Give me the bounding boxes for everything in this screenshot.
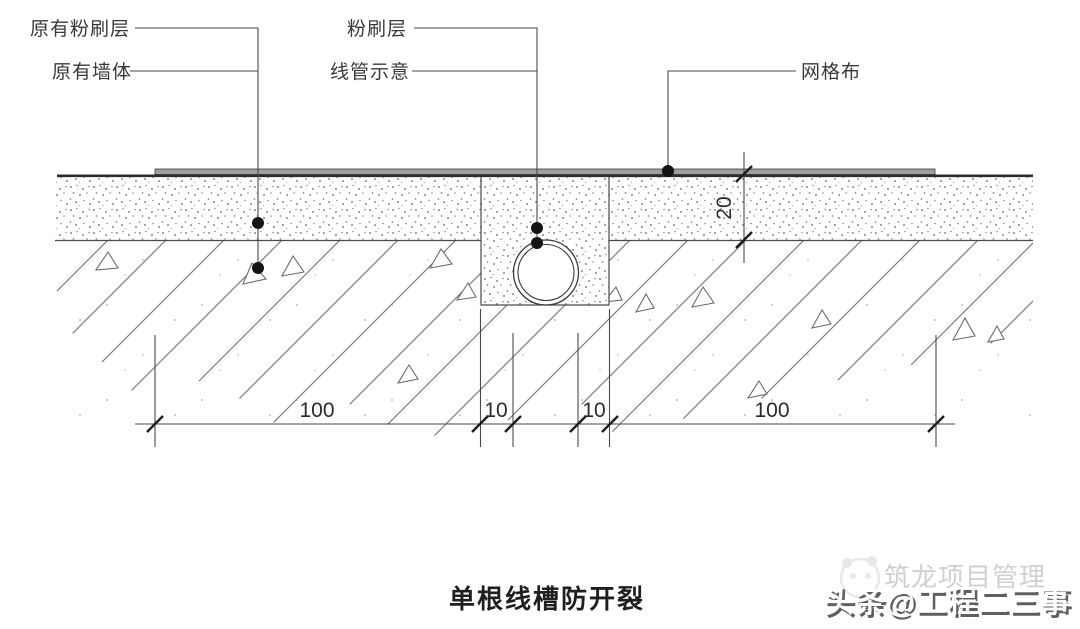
dim-right-gap: 10 bbox=[582, 399, 605, 422]
watermark: 筑龙项目管理 头条@工程二三事 头条@工程二三事 bbox=[824, 556, 1073, 622]
drawing-title: 单根线槽防开裂 bbox=[449, 585, 645, 614]
panda-logo-icon bbox=[839, 556, 881, 599]
watermark-brand-shadow: 头条@工程二三事 bbox=[826, 589, 1073, 622]
dot-original-plaster bbox=[252, 217, 264, 229]
label-original-wall: 原有墙体 bbox=[52, 61, 132, 83]
mesh-cloth-strip bbox=[154, 168, 936, 175]
label-conduit: 线管示意 bbox=[330, 61, 410, 83]
watermark-faint-text: 筑龙项目管理 bbox=[884, 562, 1046, 592]
dot-original-wall bbox=[252, 262, 264, 274]
dot-mesh bbox=[662, 165, 674, 177]
label-plaster: 粉刷层 bbox=[347, 18, 407, 40]
leader-lines bbox=[130, 27, 796, 268]
dim-plaster-depth: 20 bbox=[713, 196, 736, 219]
dim-right-width: 100 bbox=[754, 399, 789, 422]
dim-left-width: 100 bbox=[299, 399, 334, 422]
aggregate-triangles bbox=[94, 247, 1005, 399]
conduit-pipe bbox=[512, 239, 580, 306]
dot-plaster bbox=[531, 222, 543, 234]
dim-left-gap: 10 bbox=[484, 399, 507, 422]
depth-dimension: 20 bbox=[713, 152, 753, 263]
dot-conduit bbox=[531, 237, 543, 249]
leader-dots bbox=[252, 165, 674, 274]
dimension-chain: 100 10 10 100 bbox=[135, 309, 955, 447]
label-mesh-cloth: 网格布 bbox=[801, 61, 861, 83]
watermark-brand-text: 头条@工程二三事 bbox=[824, 586, 1071, 619]
label-original-plaster: 原有粉刷层 bbox=[30, 18, 130, 40]
